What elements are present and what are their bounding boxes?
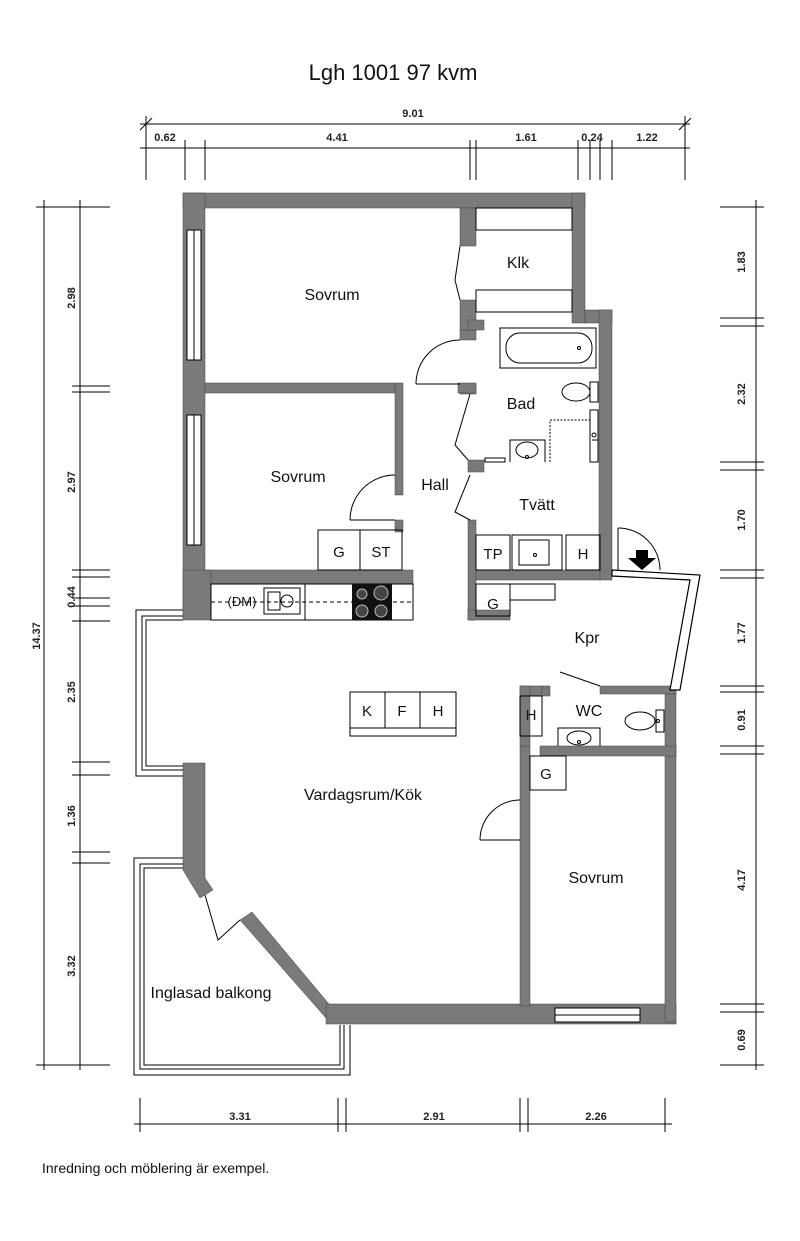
dim-bottom-2: 2.91 bbox=[423, 1111, 444, 1123]
fixture-h-island: H bbox=[433, 703, 444, 720]
room-kpr: Kpr bbox=[575, 630, 601, 647]
dimension-lines bbox=[36, 116, 764, 1132]
fixture-dm: (DM) bbox=[228, 594, 257, 609]
balconies bbox=[133, 609, 351, 1076]
dim-left-5: 1.36 bbox=[66, 805, 78, 826]
room-sovrum-1: Sovrum bbox=[304, 287, 359, 304]
dim-right-2: 2.32 bbox=[736, 383, 748, 404]
room-tvatt: Tvätt bbox=[519, 497, 555, 514]
dim-top-total: 9.01 bbox=[402, 108, 423, 120]
dim-right-4: 1.77 bbox=[736, 622, 748, 643]
dim-left-4: 2.35 bbox=[66, 681, 78, 702]
room-wc: WC bbox=[576, 703, 603, 720]
room-sovrum-3: Sovrum bbox=[568, 870, 623, 887]
walls bbox=[182, 192, 677, 1025]
footer-note: Inredning och möblering är exempel. bbox=[42, 1160, 270, 1176]
dim-left-6: 3.32 bbox=[66, 955, 78, 976]
klk-shelves bbox=[475, 207, 573, 313]
fixture-g-tvatt: G bbox=[487, 596, 499, 613]
dim-top-5: 1.22 bbox=[636, 132, 657, 144]
fixture-h-wc: H bbox=[526, 707, 537, 724]
dim-top-4: 0.24 bbox=[581, 132, 603, 144]
stove-icon bbox=[352, 584, 392, 620]
fixture-k: K bbox=[362, 703, 372, 720]
dim-top-3: 1.61 bbox=[515, 132, 536, 144]
fixture-g-bedroom: G bbox=[540, 766, 552, 783]
dim-left-total: 14.37 bbox=[31, 622, 43, 650]
doors bbox=[204, 245, 661, 941]
tvatt-fixtures bbox=[475, 534, 601, 617]
bedroom-wardrobe bbox=[529, 755, 567, 791]
kitchen-island bbox=[349, 691, 457, 737]
dim-right-5: 0.91 bbox=[736, 709, 748, 730]
plan-title: Lgh 1001 97 kvm bbox=[309, 60, 478, 85]
dim-right-7: 0.69 bbox=[736, 1029, 748, 1050]
kitchen-storage bbox=[317, 529, 403, 571]
windows bbox=[186, 229, 641, 1023]
dim-left-1: 2.98 bbox=[66, 287, 78, 308]
dim-bottom-1: 3.31 bbox=[229, 1111, 250, 1123]
fixture-f: F bbox=[397, 703, 406, 720]
shower-icon bbox=[484, 409, 599, 463]
dim-right-3: 1.70 bbox=[736, 509, 748, 530]
kpr-wall bbox=[611, 569, 701, 691]
fixture-tp: TP bbox=[483, 546, 502, 563]
bad-sink-icon bbox=[509, 439, 546, 462]
wc-fixtures bbox=[519, 695, 665, 746]
room-bad: Bad bbox=[507, 396, 535, 413]
dim-right-6: 4.17 bbox=[736, 869, 748, 890]
fixture-st: ST bbox=[371, 544, 390, 561]
room-hall: Hall bbox=[421, 477, 449, 494]
dim-bottom-3: 2.26 bbox=[585, 1111, 606, 1123]
dim-left-2: 2.97 bbox=[66, 471, 78, 492]
dim-top-1: 0.62 bbox=[154, 132, 175, 144]
room-klk: Klk bbox=[507, 255, 530, 272]
dim-left-3: 0.44 bbox=[66, 585, 78, 607]
bathtub-icon bbox=[499, 327, 597, 369]
entrance-arrow-icon bbox=[628, 550, 656, 570]
fixture-g-kitchen: G bbox=[333, 544, 345, 561]
toilet-icon bbox=[561, 381, 599, 403]
room-vardagsrum-kok: Vardagsrum/Kök bbox=[304, 787, 423, 804]
room-inglasad-balkong: Inglasad balkong bbox=[151, 985, 272, 1002]
room-sovrum-2: Sovrum bbox=[270, 469, 325, 486]
fixture-h-tvatt: H bbox=[578, 546, 589, 563]
dim-top-2: 4.41 bbox=[326, 132, 347, 144]
dim-right-1: 1.83 bbox=[736, 251, 748, 272]
